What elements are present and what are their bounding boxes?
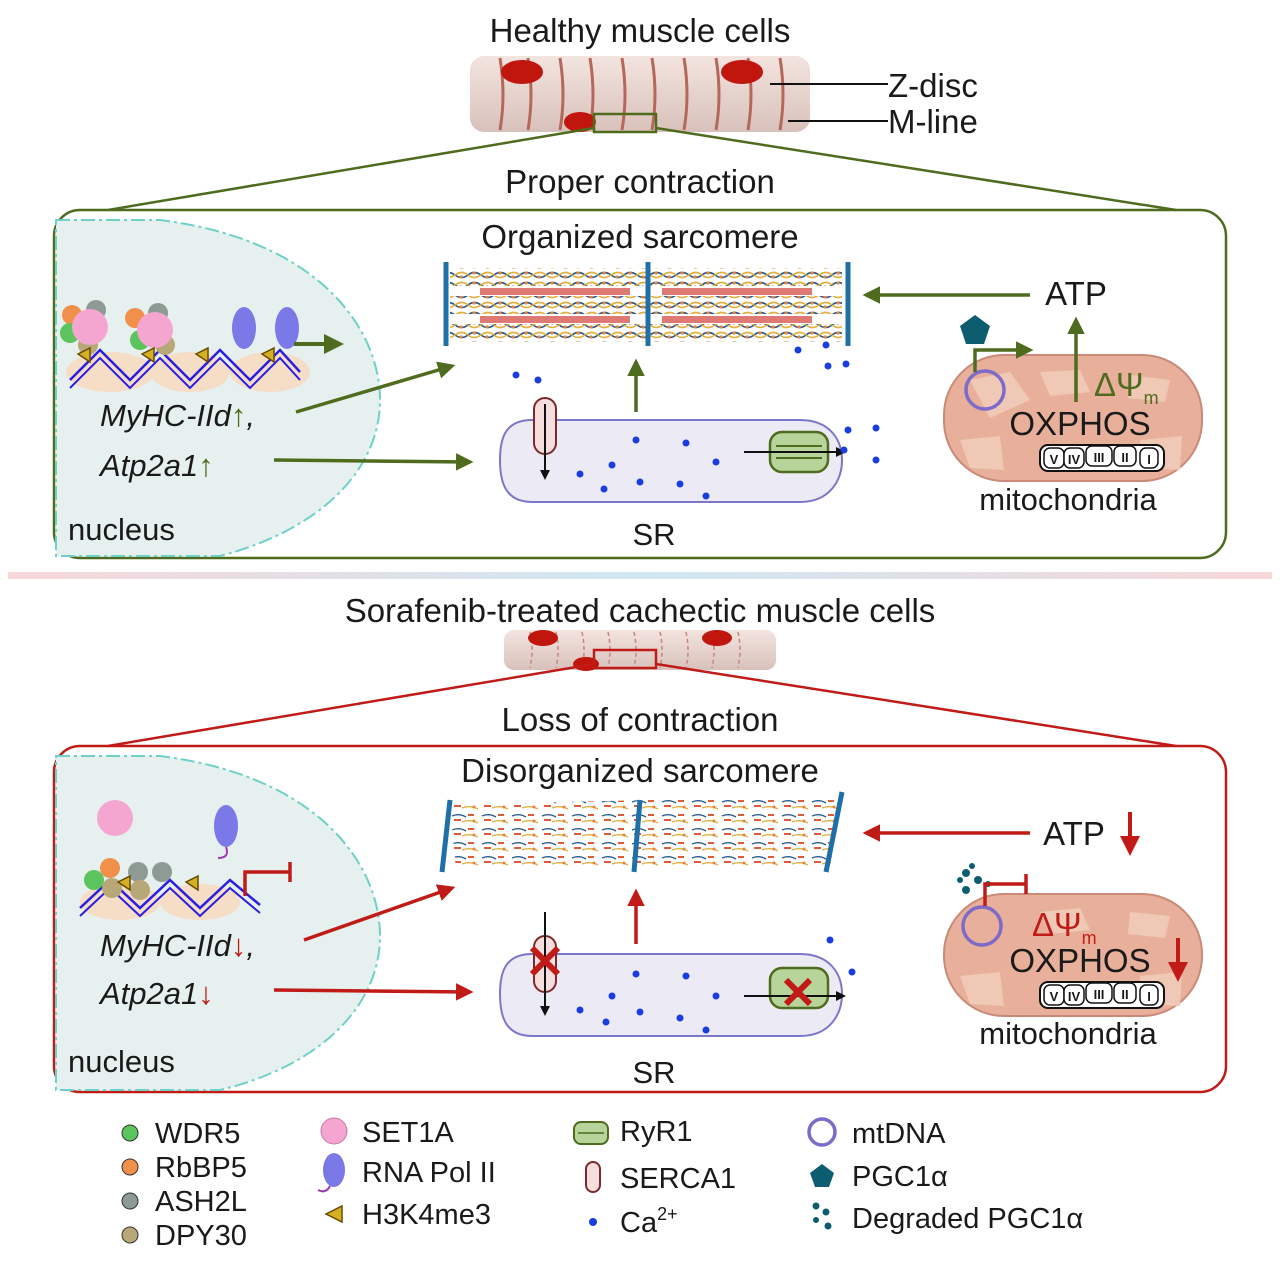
legend-dpy30: DPY30	[155, 1220, 247, 1252]
bottom-complex-iv: IV	[1068, 989, 1081, 1004]
top-title: Healthy muscle cells	[490, 12, 791, 49]
top-arrow-to-sarcomere	[295, 361, 456, 414]
ryr1-icon	[573, 1121, 609, 1145]
top-complex-v: V	[1050, 452, 1059, 467]
rbbp5-icon	[121, 1158, 139, 1176]
bottom-ca-ions	[576, 936, 856, 1034]
top-complex-iv: IV	[1068, 452, 1081, 467]
bottom-complex-i: I	[1147, 989, 1151, 1004]
degraded-pgc1a-icon	[812, 1202, 832, 1230]
bottom-arrow-to-sarcomere	[303, 884, 456, 942]
bottom-sr	[498, 912, 846, 1037]
legend-set1a: SET1A	[362, 1117, 455, 1149]
bottom-pgc1a-block	[983, 882, 1026, 906]
top-nucleus	[55, 219, 382, 557]
bottom-nucleus	[55, 755, 382, 1091]
mtdna-icon	[807, 1117, 837, 1147]
zoom-line-right	[655, 126, 1177, 212]
legend-rbbp5: RbBP5	[155, 1152, 247, 1184]
top-mtdna	[964, 369, 1006, 411]
legend-ca: Ca2+	[620, 1204, 678, 1239]
top-atp-label: ATP	[1045, 275, 1107, 312]
dpy30-icon	[121, 1226, 139, 1244]
top-sr	[498, 397, 846, 503]
zdisc-label: Z-disc	[888, 67, 978, 104]
bottom-panel-frame	[52, 744, 1228, 1094]
section-divider	[8, 572, 1272, 579]
top-pgc1a-arrow	[973, 341, 1034, 372]
bottom-nucleus-label: nucleus	[68, 1044, 175, 1079]
bottom-atp-label: ATP	[1043, 815, 1105, 852]
top-oxphos: OXPHOS	[1009, 405, 1150, 442]
bottom-complex-v: V	[1050, 989, 1059, 1004]
organized-sarcomere	[443, 262, 851, 346]
h3k4me3-icon	[324, 1204, 343, 1224]
top-complexes: V IV III II I	[1039, 444, 1165, 472]
top-sr-label: SR	[632, 517, 675, 552]
wdr5-icon	[121, 1124, 139, 1142]
disorganized-sarcomere	[439, 791, 845, 873]
bottom-delta-psi: ΔΨm	[1032, 906, 1097, 948]
bottom-transcription-block	[243, 870, 290, 896]
bottom-subtitle: Loss of contraction	[502, 701, 779, 738]
legend: WDR5 RbBP5 ASH2L DPY30 SET1A RNA Pol II …	[121, 1116, 1083, 1252]
legend-rna-pol-ii: RNA Pol II	[362, 1157, 496, 1189]
bottom-arrow-to-sr	[273, 983, 474, 1001]
bottom-mito-label: mitochondria	[979, 1016, 1157, 1051]
zoom-line-right-red	[655, 662, 1177, 748]
top-gene2: Atp2a1↑	[98, 448, 214, 483]
legend-ryr1: RyR1	[620, 1116, 693, 1148]
top-sarcomere-label: Organized sarcomere	[481, 218, 798, 255]
serca1-icon	[585, 1161, 601, 1193]
top-complex-ii: II	[1121, 450, 1128, 465]
ash2l-icon	[121, 1192, 139, 1210]
top-mito-label: mitochondria	[979, 482, 1157, 517]
bottom-complex-iii: III	[1094, 987, 1105, 1002]
ca-icon	[589, 1218, 597, 1226]
legend-mtdna: mtDNA	[852, 1118, 946, 1150]
rna-pol-ii-icon	[323, 1153, 345, 1187]
legend-ash2l: ASH2L	[155, 1186, 247, 1218]
cachectic-muscle-fiber	[504, 630, 776, 671]
bottom-complex-ii: II	[1121, 987, 1128, 1002]
bottom-mtdna	[961, 905, 1003, 947]
legend-pgc1a: PGC1α	[852, 1161, 948, 1193]
top-delta-psi: ΔΨm	[1094, 366, 1159, 408]
top-subtitle: Proper contraction	[505, 163, 775, 200]
top-complex-iii: III	[1094, 450, 1105, 465]
zoom-line-left-red	[107, 662, 595, 748]
zoom-line-left	[107, 126, 595, 212]
legend-serca1: SERCA1	[620, 1163, 736, 1195]
top-complex-i: I	[1147, 452, 1151, 467]
rna-pol-ii-tail-icon	[317, 1185, 331, 1193]
bottom-complexes: V IV III II I	[1039, 981, 1165, 1009]
top-nucleus-label: nucleus	[68, 512, 175, 547]
top-arrow-to-sr	[273, 453, 474, 471]
legend-wdr5: WDR5	[155, 1118, 240, 1150]
top-gene1: MyHC-IId↑,	[100, 398, 255, 433]
mline-label: M-line	[888, 103, 978, 140]
bottom-sr-label: SR	[632, 1055, 675, 1090]
top-ca-ions	[512, 341, 880, 500]
legend-h3k4me3: H3K4me3	[362, 1199, 491, 1231]
top-panel-frame	[52, 208, 1228, 560]
bottom-oxphos: OXPHOS	[1009, 942, 1150, 979]
bottom-gene1: MyHC-IId↓,	[100, 928, 255, 963]
top-pgc1a	[960, 315, 990, 344]
pgc1a-icon	[810, 1164, 834, 1187]
set1a-icon	[320, 1117, 348, 1145]
bottom-sarcomere-label: Disorganized sarcomere	[461, 752, 819, 789]
legend-degraded-pgc1a: Degraded PGC1α	[852, 1203, 1083, 1235]
healthy-muscle-fiber	[470, 56, 810, 134]
bottom-title: Sorafenib-treated cachectic muscle cells	[345, 592, 936, 629]
top-chromatin	[60, 300, 310, 392]
bottom-gene2: Atp2a1↓	[98, 976, 214, 1011]
bottom-chromatin	[79, 800, 261, 920]
